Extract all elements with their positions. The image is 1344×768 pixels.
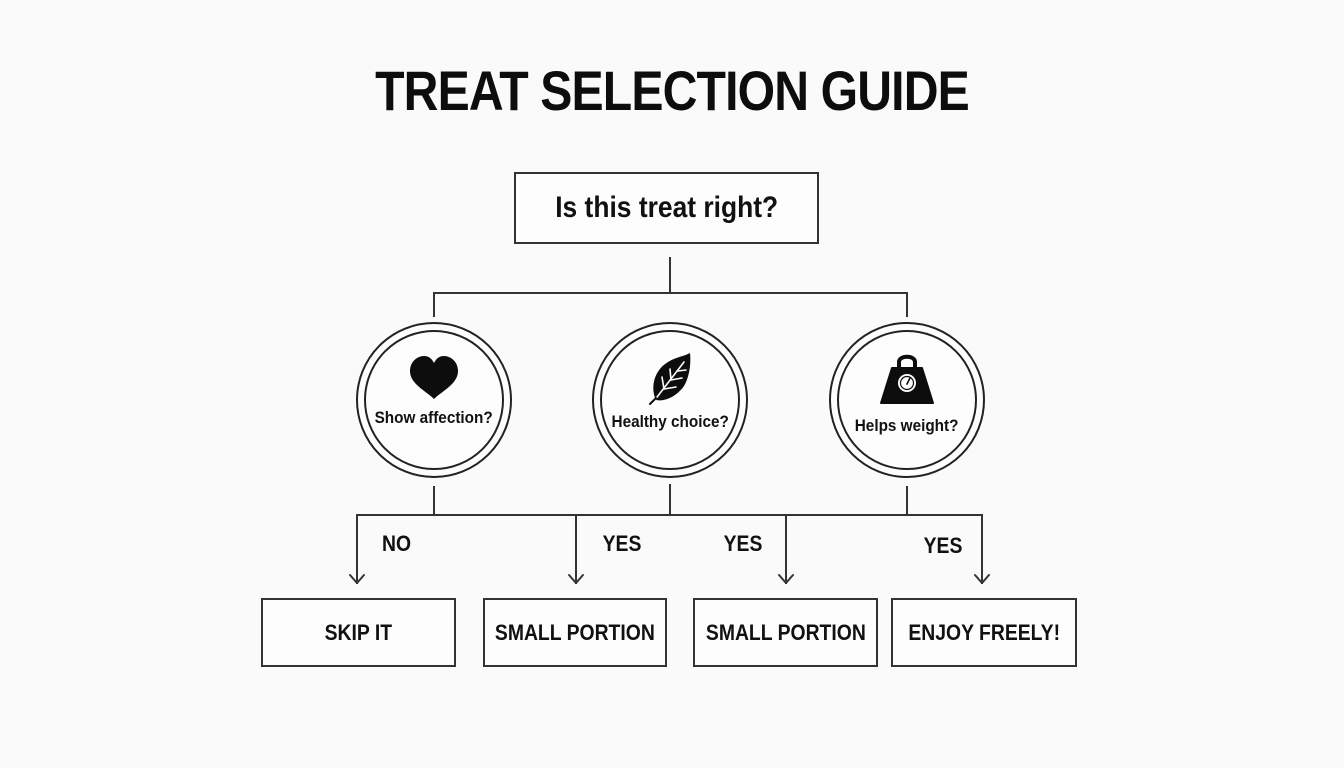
root-question-label: Is this treat right? [555, 191, 778, 224]
root-question-box: Is this treat right? [514, 172, 819, 244]
question-affection: Show affection? [354, 408, 514, 428]
outcome-small-portion-1: SMALL PORTION [483, 598, 667, 667]
weight-scale-icon [880, 354, 934, 404]
branch-label-no: NO [380, 531, 413, 557]
question-label: Show affection? [374, 408, 494, 427]
branch-label-text: YES [923, 533, 963, 558]
outcome-enjoy-freely: ENJOY FREELY! [891, 598, 1077, 667]
outcome-label: SKIP IT [324, 619, 393, 645]
question-healthy: Healthy choice? [590, 412, 750, 432]
branch-label-yes-3: YES [921, 533, 965, 559]
leaf-icon [649, 353, 691, 405]
outcome-label: ENJOY FREELY! [908, 619, 1060, 645]
branch-label-text: YES [602, 531, 642, 556]
outcome-label: SMALL PORTION [495, 619, 655, 645]
question-label: Helps weight? [855, 416, 959, 435]
branch-label-yes-1: YES [600, 531, 644, 557]
outcome-small-portion-2: SMALL PORTION [693, 598, 878, 667]
page-title: TREAT SELECTION GUIDE [375, 59, 970, 122]
heart-icon [410, 356, 458, 399]
outcome-label: SMALL PORTION [705, 619, 866, 645]
question-circle-healthy-outer [592, 322, 748, 478]
question-weight: Helps weight? [827, 416, 987, 436]
question-circle-affection-outer [356, 322, 512, 478]
branch-label-text: YES [723, 531, 763, 556]
branch-label-yes-2: YES [721, 531, 765, 557]
question-label: Healthy choice? [611, 412, 729, 431]
outcome-skip-it: SKIP IT [261, 598, 456, 667]
branch-label-text: NO [381, 531, 412, 556]
